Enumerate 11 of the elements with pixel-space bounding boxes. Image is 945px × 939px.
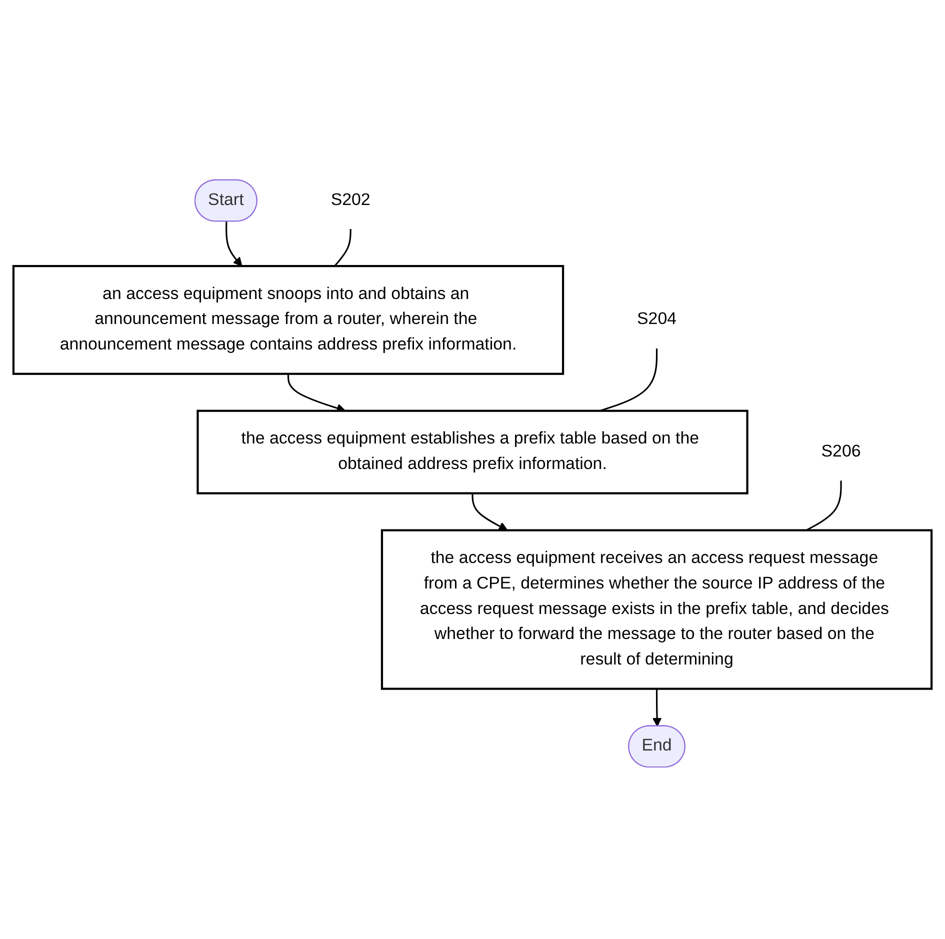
arrow [472, 493, 508, 531]
node-text: S204 [637, 310, 677, 328]
node-text: S202 [330, 191, 370, 209]
connector [334, 229, 352, 267]
node-text: S206 [821, 442, 861, 461]
node-box: the access equipment receives an access request message from a CPE, determines whether the source IP address of the access request message exists in the prefix table, and decides whether to forward the message to the router based on the result of determining [380, 529, 933, 690]
arrow [226, 222, 242, 266]
arrow [652, 688, 662, 727]
node-box: the access equipment establishes a prefix table based on the obtained address prefix information. [196, 410, 748, 494]
node-box: an access equipment snoops into and obtains an announcement message from a router, wherein the announcement message contains address prefix information. [12, 265, 564, 375]
connector [806, 480, 842, 531]
